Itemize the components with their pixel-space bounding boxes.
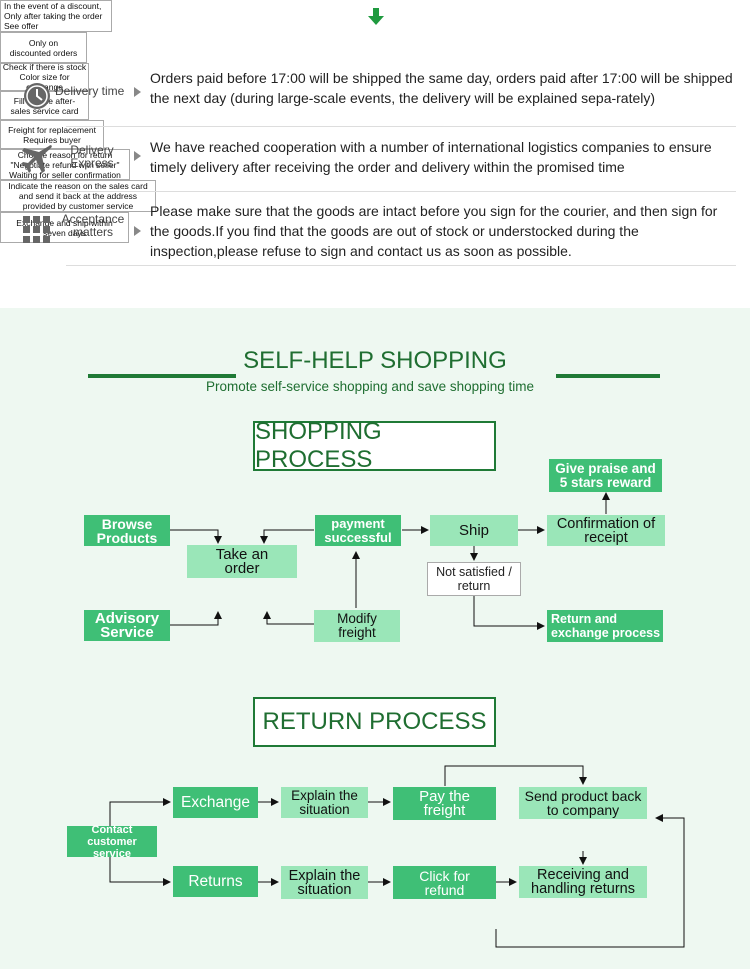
info-text-delivery-express: We have reached cooperation with a numbe… — [150, 139, 712, 175]
self-help-title: SELF-HELP SHOPPING — [243, 347, 507, 374]
grid-icon — [23, 216, 50, 243]
explain-exchange-node: Explain the situation — [281, 787, 368, 818]
clock-icon — [24, 83, 50, 109]
modify-freight-note: Only on discounted orders — [0, 32, 87, 63]
down-arrow-icon — [368, 8, 384, 25]
confirmation-node: Confirmation of receipt — [547, 515, 665, 546]
praise-node: Give praise and 5 stars reward — [549, 459, 662, 492]
airplane-icon — [21, 145, 52, 173]
return-exchange-node: Return and exchange process — [547, 610, 663, 642]
self-help-subtitle: Promote self-service shopping and save s… — [206, 379, 534, 394]
triangle-icon — [134, 151, 141, 161]
send-back-node: Send product back to company — [519, 787, 647, 819]
advisory-service-node: Advisory Service — [84, 610, 170, 641]
take-order-node: Take an order — [187, 545, 297, 578]
info-text-delivery-time: Orders paid before 17:00 will be shipped… — [150, 70, 733, 106]
payment-successful-node: payment successful — [315, 515, 401, 546]
receiving-handling-node: Receiving and handling returns — [519, 866, 647, 898]
send-back-note: Indicate the reason on the sales card an… — [0, 180, 156, 212]
take-order-note: In the event of a discount, Only after t… — [0, 0, 112, 32]
triangle-icon — [134, 87, 141, 97]
return-process-title: RETURN PROCESS — [253, 697, 496, 747]
heading-rule-left — [88, 374, 236, 378]
click-refund-note: Choose reason for return "Negotiate refu… — [0, 149, 130, 180]
contact-service-node: Contact customer service — [67, 824, 157, 860]
divider — [66, 191, 736, 192]
heading-rule-right — [556, 374, 660, 378]
divider — [66, 265, 736, 266]
explain-returns-node: Explain the situation — [281, 866, 368, 899]
receiving-handling-note: Exchange and ship within seven days — [0, 212, 129, 243]
pay-freight-node: Pay the freight — [393, 787, 496, 820]
browse-products-node: Browse Products — [84, 515, 170, 546]
info-label-delivery-time: Delivery time — [55, 84, 125, 98]
modify-freight-node: Modify freight — [314, 610, 400, 642]
exchange-node: Exchange — [173, 787, 258, 818]
divider — [66, 126, 736, 127]
shopping-process-title: SHOPPING PROCESS — [253, 418, 496, 473]
pay-freight-note: Freight for replacement Requires buyer — [0, 120, 104, 149]
ship-node: Ship — [430, 515, 518, 546]
not-satisfied-node: Not satisfied / return — [427, 562, 521, 596]
click-refund-node: Click for refund — [393, 866, 496, 899]
info-text-acceptance: Please make sure that the goods are inta… — [150, 203, 718, 259]
triangle-icon — [134, 226, 141, 236]
returns-node: Returns — [173, 866, 258, 897]
